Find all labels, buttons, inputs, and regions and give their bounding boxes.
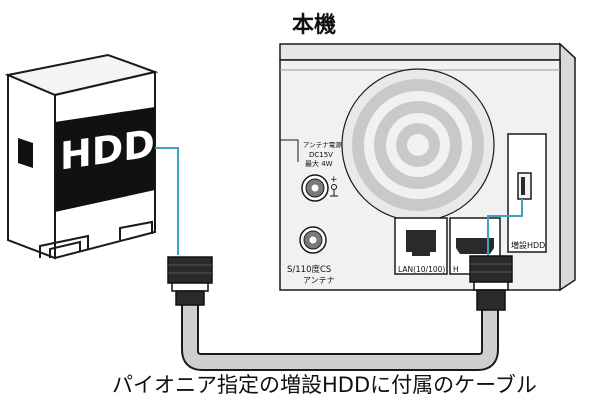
svg-text:+: + (330, 175, 338, 185)
antenna-power-line-2: DC15V (309, 151, 333, 159)
recorder-side-indicator-line (487, 199, 523, 258)
hdd-side-indicator-line (155, 147, 179, 255)
lan-port: LAN(10/100) (394, 217, 448, 275)
antenna-label-line1: S/110度CS (287, 264, 331, 275)
antenna-label-line2: アンテナ (303, 276, 335, 285)
antenna-power-label: アンテナ電源 DC15V 最大 4W (280, 139, 342, 168)
usb-hdd-label: 増設HDD (511, 240, 545, 250)
lan-label: LAN(10/100) (398, 265, 445, 274)
cooling-fan (341, 68, 495, 222)
usb-cable (167, 255, 513, 371)
cable-plug-left (167, 256, 213, 306)
cable-caption: パイオニア指定の増設HDDに付属のケーブル (112, 373, 537, 397)
usb-hdd-port: 増設HDD (507, 133, 547, 253)
antenna-input-connector: + (301, 174, 338, 202)
antenna-power-line-3: 最大 4W (305, 159, 333, 168)
external-hdd: HDD (4, 53, 159, 260)
cable-plug-right (469, 255, 513, 311)
device-title: 本機 (292, 13, 336, 38)
antenna-power-line-1: アンテナ電源 (303, 140, 342, 149)
recorder-rear-panel: アンテナ電源 DC15V 最大 4W + S/110度CS アンテナ LAN(1… (279, 42, 576, 292)
antenna-output-connector (299, 226, 327, 254)
hdmi-label: H (453, 265, 459, 274)
